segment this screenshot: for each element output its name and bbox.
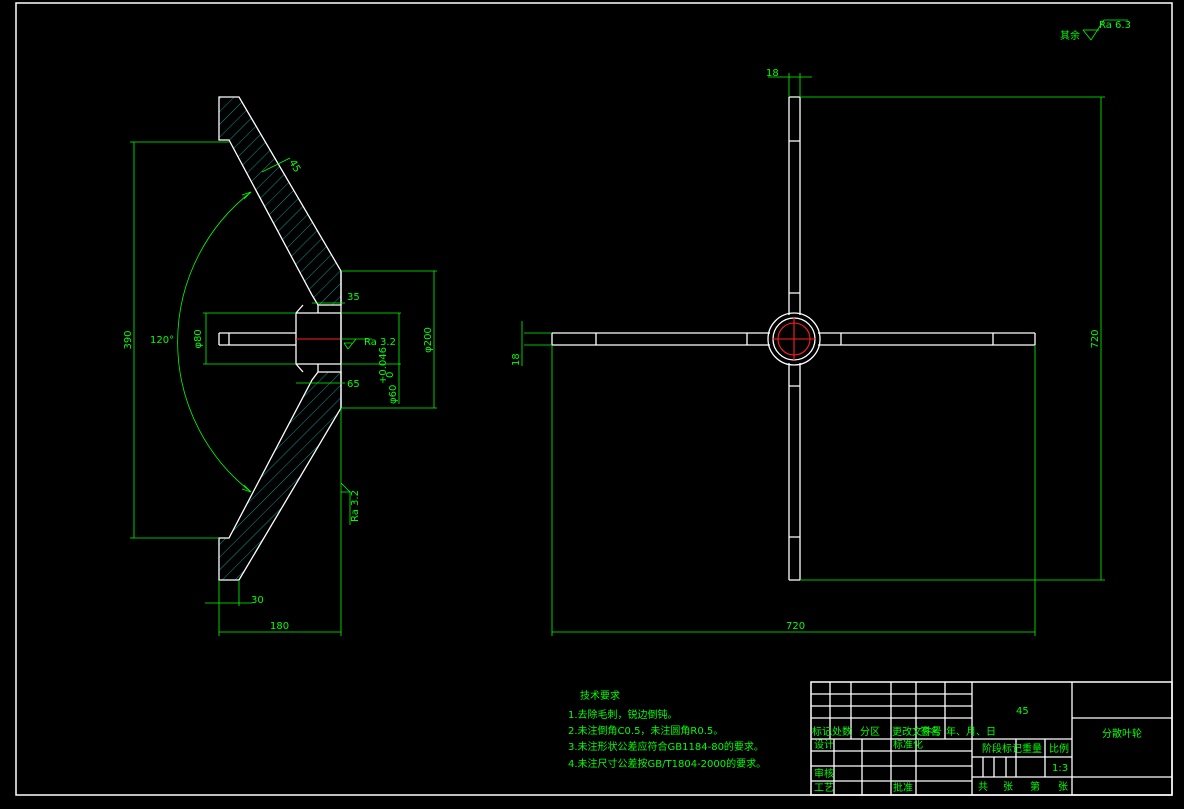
tb-rev-h0: 标记: [812, 726, 832, 738]
dim-phi80: φ80: [193, 329, 204, 348]
notes-title: 技术要求: [580, 689, 620, 702]
tb-standardize: 标准化: [893, 738, 923, 751]
lower-arm-section: [218, 371, 342, 581]
dim-phi60: φ60: [388, 385, 399, 404]
tb-weight: 重量: [1022, 742, 1042, 755]
note-line-4: 4.未注尺寸公差按GB/T1804-2000的要求。: [568, 757, 766, 770]
tb-sheets-2: 第: [1030, 780, 1040, 793]
dim-phi60-tol: +0.046: [378, 347, 389, 384]
tb-approve: 批准: [893, 781, 913, 794]
tb-part-name: 分散叶轮: [1102, 727, 1142, 740]
tb-rev-h5: 年、月、日: [946, 725, 996, 738]
dim-720-h: 720: [786, 621, 805, 632]
dim-720-v: 720: [1090, 329, 1101, 348]
upper-arm-section: [218, 96, 342, 306]
tb-material: 45: [1016, 706, 1029, 717]
ra-inner: Ra 3.2: [364, 337, 396, 348]
tb-scale: 1:3: [1052, 763, 1068, 774]
tb-process: 工艺: [814, 782, 834, 794]
tb-rev-h2: 分区: [860, 726, 880, 738]
dim-phi60-tol-low: 0: [385, 372, 396, 378]
note-line-2: 2.未注倒角C0.5，未注圆角R0.5。: [568, 724, 723, 737]
dim-35: 35: [347, 292, 360, 303]
dim-phi200: φ200: [423, 327, 434, 353]
dim-65: 65: [347, 379, 360, 390]
tb-sheets-3: 张: [1058, 781, 1068, 793]
tb-rev-h1: 处数: [832, 725, 852, 738]
roughness-note: 其余 Ra 6.3: [1060, 19, 1131, 42]
dim-30: 30: [251, 595, 264, 606]
plan-view: 18 18 720 720: [511, 68, 1105, 636]
tb-ratio: 比例: [1049, 742, 1069, 755]
dim-390: 390: [123, 330, 134, 349]
tb-sheets-1: 张: [1003, 781, 1013, 793]
roughness-value: Ra 6.3: [1099, 20, 1131, 31]
dim-18-top: 18: [766, 68, 779, 79]
tb-review: 审核: [814, 767, 834, 780]
title-block: 45 分散叶轮 标记 处数 分区 更改文件号 签名 年、月、日 设计 标准化 审…: [810, 681, 1173, 796]
tb-rev-h4: 签名: [920, 725, 940, 738]
note-line-1: 1.去除毛刺，锐边倒钝。: [568, 708, 678, 721]
dim-180: 180: [270, 621, 289, 632]
tb-stage-mark: 阶段标记: [982, 742, 1022, 755]
tb-rev-h3: 更改文件号: [892, 725, 942, 738]
tb-design: 设计: [814, 738, 834, 751]
dim-18-left: 18: [511, 353, 522, 366]
note-line-3: 3.未注形状公差应符合GB1184-80的要求。: [568, 740, 764, 753]
ra-outer: Ra 3.2: [350, 490, 361, 522]
tb-sheets-0: 共: [978, 781, 988, 793]
dim-45: 45: [286, 158, 302, 175]
technical-notes: 技术要求 1.去除毛刺，锐边倒钝。 2.未注倒角C0.5，未注圆角R0.5。 3…: [568, 689, 766, 770]
section-view: 390 120° 45 φ80 35 φ200 φ60 +0.046 0 Ra …: [123, 96, 437, 636]
drawing-border: [15, 2, 1173, 796]
roughness-prefix: 其余: [1060, 29, 1080, 42]
dim-angle-120: 120°: [150, 335, 174, 346]
